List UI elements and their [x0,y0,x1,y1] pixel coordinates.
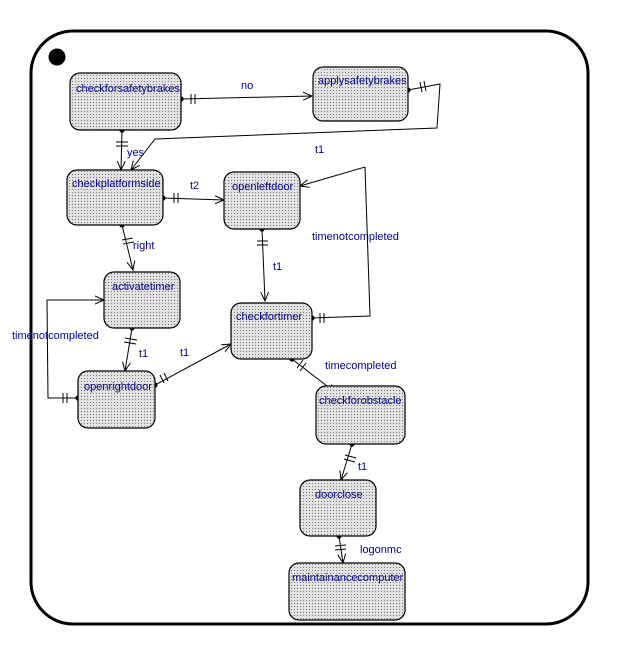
transition-label-logonmc: logonmc [360,544,402,556]
transition-right[interactable]: right [119,222,154,270]
state-label-checkfortimer: checkfortimer [236,311,302,323]
state-openleftdoor[interactable]: openleftdoor [223,171,301,230]
transition-yes[interactable]: yes [116,127,145,170]
transition-label-t1-rightdoor: t1 [180,347,189,359]
transition-timenotcompleted-right[interactable]: timenotcompleted [300,166,399,323]
state-checkfortimer[interactable]: checkfortimer [230,302,313,360]
transition-t2[interactable]: t2 [160,180,224,203]
transition-no[interactable]: no [178,80,312,104]
transition-label-yes: yes [127,147,145,159]
state-label-applysafetybrakes: applysafetybrakes [318,75,407,87]
transition-logonmc[interactable]: logonmc [334,533,402,563]
state-maintainancecomputer[interactable]: maintainancecomputer [288,562,406,621]
state-label-openleftdoor: openleftdoor [232,181,293,193]
transition-timenotcompleted-left[interactable]: timenotcompleted [12,300,104,403]
state-doorclose[interactable]: doorclose [299,479,377,537]
state-label-maintainancecomputer: maintainancecomputer [292,572,404,584]
transition-t1-obstacle[interactable]: t1 [341,441,367,480]
initial-state-dot [48,48,66,66]
transition-label-t2: t2 [190,180,199,192]
state-label-activatetimer: activatetimer [112,281,175,293]
transition-label-t1-brakes: t1 [315,144,324,156]
transition-label-right: right [133,240,154,252]
state-label-checkplatformside: checkplatformside [72,178,161,190]
state-checkplatformside[interactable]: checkplatformside [66,169,164,226]
transition-t1-activate[interactable]: t1 [124,325,148,371]
state-activatetimer[interactable]: activatetimer [103,271,181,329]
transition-label-timenotcompleted-left: timenotcompleted [12,330,99,342]
transition-t1-leftdoor[interactable]: t1 [257,226,282,301]
transition-label-t1-leftdoor: t1 [273,261,282,273]
transition-label-timecompleted: timecompleted [325,360,397,372]
transition-label-no: no [241,80,253,92]
state-openrightdoor[interactable]: openrightdoor [77,370,156,429]
transition-label-t1-activate: t1 [139,348,148,360]
state-label-checkforobstacle: checkforobstacle [319,395,402,407]
transition-t1-rightdoor[interactable]: t1 [152,344,231,388]
transition-label-timenotcompleted-right: timenotcompleted [312,231,399,243]
superstate-frame [29,29,590,626]
transition-label-t1-obstacle: t1 [358,461,367,473]
state-label-doorclose: doorclose [315,489,363,501]
state-applysafetybrakes[interactable]: applysafetybrakes [312,66,409,122]
state-checkforsafetybrakes[interactable]: checkforsafetybrakes [69,72,182,131]
state-label-checkforsafetybrakes: checkforsafetybrakes [76,83,180,95]
state-label-openrightdoor: openrightdoor [84,381,152,393]
state-checkforobstacle[interactable]: checkforobstacle [315,385,406,445]
